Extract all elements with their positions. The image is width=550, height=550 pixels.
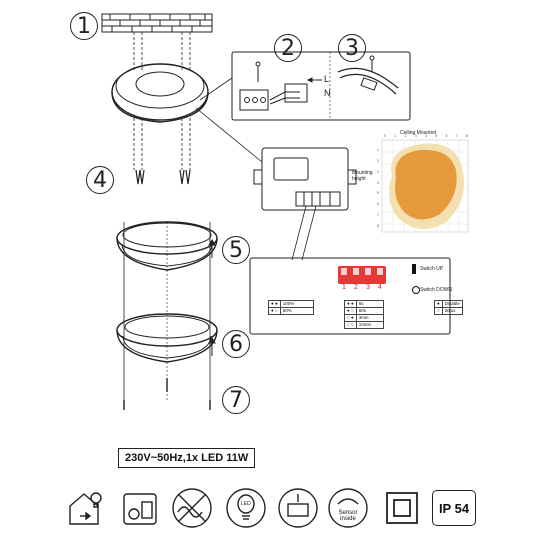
power-spec-label: 230V~50Hz,1x LED 11W — [118, 448, 256, 468]
step-7-marker: 7 — [222, 386, 250, 414]
sensor-module — [261, 147, 349, 211]
table-row: ● ●100% — [268, 300, 314, 308]
step-5-label: 5 — [229, 237, 243, 263]
neutral-label: N — [324, 88, 331, 98]
step-3-label: 3 — [345, 35, 359, 61]
dip-switch-3 — [365, 268, 371, 275]
time-table: ● ●5s ● ○60s ○ ●3min ○ ○10min — [344, 300, 384, 329]
table-row: ○ ●3min — [344, 314, 384, 322]
step-6-label: 6 — [229, 331, 243, 357]
switch-down-symbol — [412, 286, 420, 294]
step-1-marker: 1 — [70, 12, 98, 40]
step-1-label: 1 — [77, 13, 91, 39]
table-row: ○ ○10min — [344, 321, 384, 329]
ip-rating-label: IP 54 — [432, 490, 476, 526]
detection-zone-chart — [381, 139, 469, 233]
dip-switch-2 — [353, 268, 359, 275]
sensitivity-table: ● ●100% ● ○50% — [268, 300, 314, 315]
indoor-use-icon — [64, 486, 108, 530]
table-row: ● ○60s — [344, 307, 384, 315]
table-row: ●Disable — [434, 300, 463, 308]
dip-panel — [249, 257, 451, 335]
sensor-inside-icon: Sensor inside — [326, 486, 370, 530]
temperature-range-icon — [276, 486, 320, 530]
detail-panel-wiring — [231, 51, 411, 121]
dip-switch-1 — [341, 268, 347, 275]
dip-switch-4 — [377, 268, 383, 275]
step-3-marker: 3 — [338, 34, 366, 62]
switch-down-legend: Switch DOWN — [420, 287, 452, 293]
class-ii-icon — [118, 486, 162, 530]
detection-chart-side-label: Mounting height — [352, 170, 373, 182]
step-4-marker: 4 — [86, 166, 114, 194]
detection-chart-title: Ceiling Mounted — [400, 130, 437, 136]
step-2-label: 2 — [281, 35, 295, 61]
table-row: ● ○50% — [268, 307, 314, 315]
step-7-label: 7 — [229, 387, 243, 413]
led-icon: LED — [224, 486, 268, 530]
step-4-label: 4 — [93, 167, 107, 193]
dip-switch-block — [338, 266, 386, 284]
step-6-marker: 6 — [222, 330, 250, 358]
sensor-inside-label: Sensor inside — [338, 510, 358, 522]
line-label: L — [324, 74, 330, 84]
step-5-marker: 5 — [222, 236, 250, 264]
step-2-marker: 2 — [274, 34, 302, 62]
lux-table: ●Disable ○30lux — [434, 300, 463, 315]
led-icon-label: LED — [241, 501, 251, 507]
no-insulation-cover-icon — [170, 486, 214, 530]
double-insulated-icon — [380, 486, 424, 530]
ip-rating-icon: IP 54 — [432, 486, 476, 530]
switch-up-legend: Switch UP — [420, 266, 444, 272]
table-row: ● ●5s — [344, 300, 384, 308]
ceiling-bricks — [101, 13, 213, 33]
table-row: ○30lux — [434, 307, 463, 315]
switch-up-symbol — [412, 264, 416, 274]
